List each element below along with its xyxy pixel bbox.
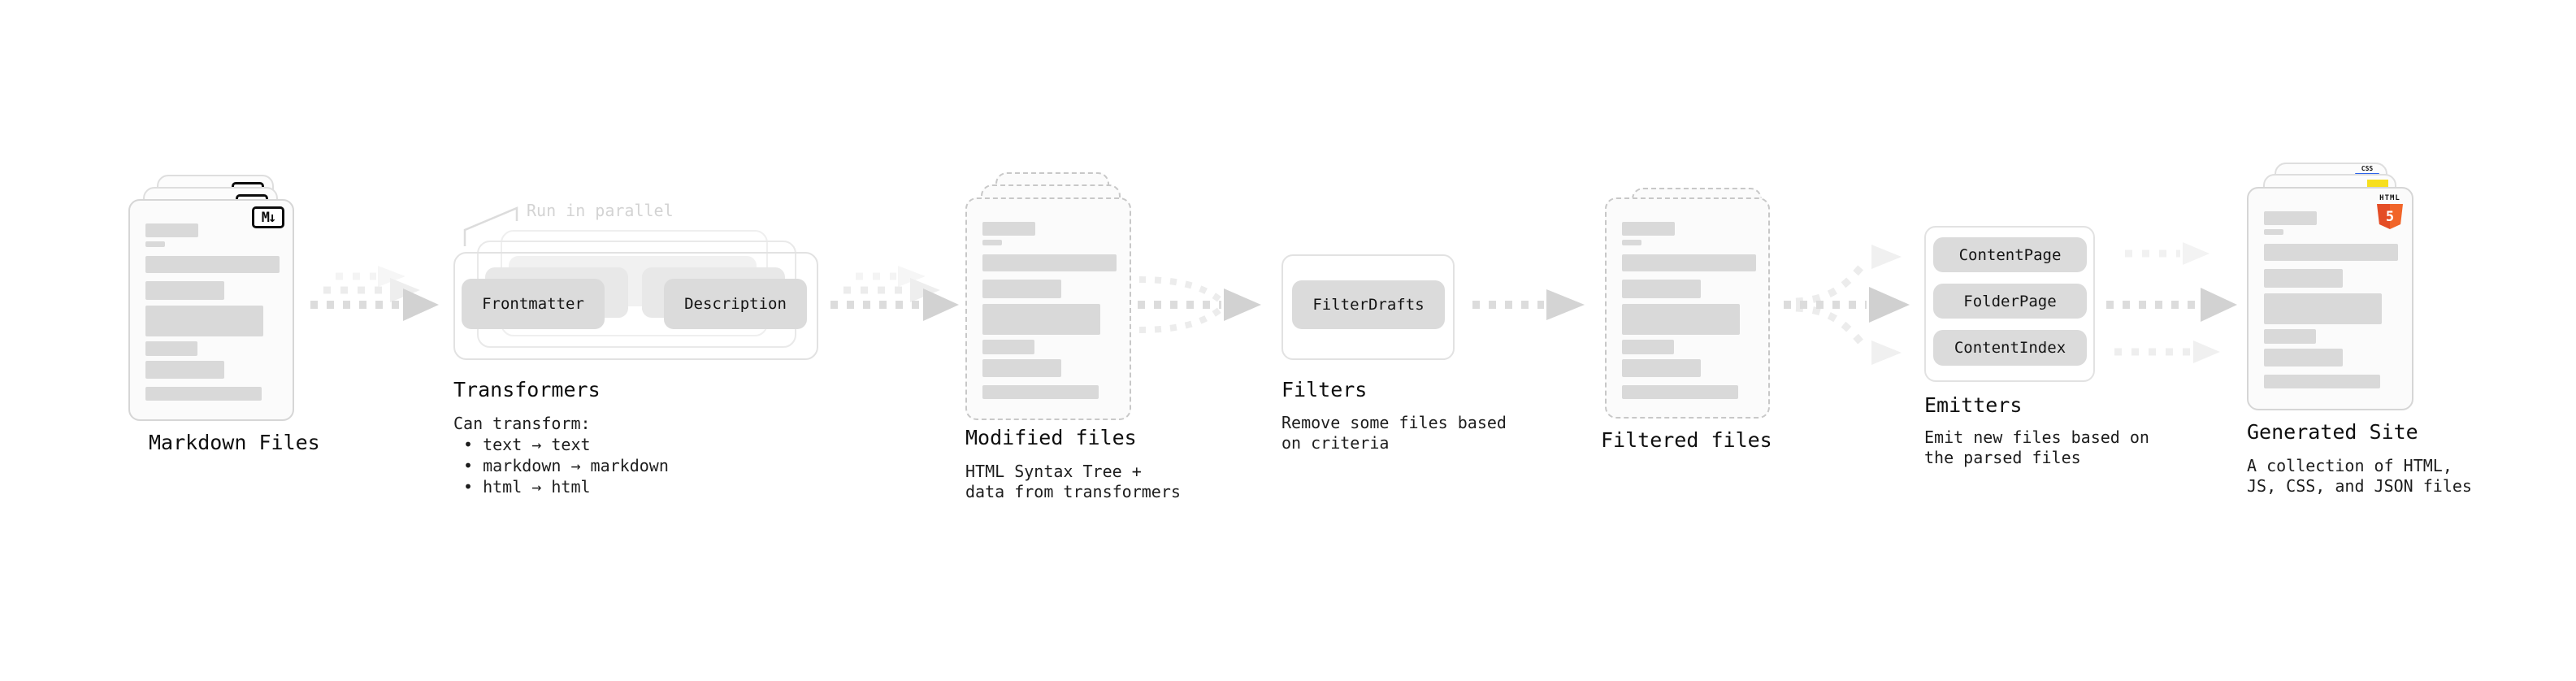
html5-icon: HTML 5 <box>2374 195 2405 230</box>
filters-desc-line: on criteria <box>1281 433 1390 453</box>
transformers-desc-line: Can transform: <box>453 414 591 433</box>
stage-desc-transformers: Can transform: • text → text • markdown … <box>453 413 669 497</box>
transformer-box-frontmatter: Frontmatter <box>462 279 605 329</box>
css-icon-label: CSS <box>2361 165 2374 172</box>
emitter-contentindex-box: ContentIndex <box>1933 330 2087 366</box>
document-content-placeholder <box>1607 199 1768 399</box>
stage-title-filters: Filters <box>1281 378 1368 401</box>
generated-desc-line: JS, CSS, and JSON files <box>2247 476 2472 496</box>
modified-file-card-front <box>965 197 1131 420</box>
arrow-filters-to-filtered <box>1472 289 1585 320</box>
stage-desc-generated-site: A collection of HTML, JS, CSS, and JSON … <box>2247 456 2472 497</box>
modified-desc-line: data from transformers <box>965 482 1181 501</box>
arrow-emitters-to-generated <box>2106 242 2237 363</box>
arrow-modified-to-filters <box>1138 276 1261 333</box>
stage-title-transformers: Transformers <box>453 378 601 401</box>
transformer-group-box-front <box>453 252 818 360</box>
stage-title-filtered-files: Filtered files <box>1601 428 1772 452</box>
transformers-bullet: • text → text <box>463 435 591 454</box>
transformers-bullet: • markdown → markdown <box>463 456 669 475</box>
modified-desc-line: HTML Syntax Tree + <box>965 462 1142 481</box>
html5-icon-label: HTML <box>2379 194 2400 202</box>
transformer-box-description: Description <box>664 279 807 329</box>
generated-file-card-html: HTML 5 <box>2247 187 2413 410</box>
stage-title-modified-files: Modified files <box>965 426 1137 449</box>
emitter-folderpage-box: FolderPage <box>1933 284 2087 319</box>
arrow-markdown-to-transformers <box>310 266 439 321</box>
arrow-transformers-to-modified <box>830 266 959 321</box>
stage-title-emitters: Emitters <box>1924 393 2023 417</box>
document-content-placeholder <box>2249 189 2412 388</box>
stage-desc-emitters: Emit new files based on the parsed files <box>1924 427 2149 468</box>
stage-title-generated-site: Generated Site <box>2247 420 2418 444</box>
document-content-placeholder <box>130 201 293 401</box>
emitters-desc-line: the parsed files <box>1924 448 2081 467</box>
stage-desc-filters: Remove some files based on criteria <box>1281 413 1507 453</box>
emitters-desc-line: Emit new files based on <box>1924 427 2149 447</box>
generated-desc-line: A collection of HTML, <box>2247 456 2452 475</box>
arrow-filtered-to-emitters <box>1784 245 1910 365</box>
stage-title-markdown-files: Markdown Files <box>149 431 320 454</box>
transformers-bullet: • html → html <box>463 477 591 497</box>
markdown-file-card-front: M↓ <box>128 199 294 421</box>
emitter-contentpage-box: ContentPage <box>1933 237 2087 272</box>
filter-filterdrafts-box: FilterDrafts <box>1292 280 1445 329</box>
document-content-placeholder <box>967 199 1130 399</box>
html5-icon-shield: 5 <box>2377 204 2403 230</box>
stage-desc-modified-files: HTML Syntax Tree + data from transformer… <box>965 462 1181 502</box>
filters-desc-line: Remove some files based <box>1281 413 1507 432</box>
filtered-file-card-front <box>1605 197 1770 419</box>
markdown-icon: M↓ <box>252 206 284 228</box>
parallel-note: Run in parallel <box>527 201 674 220</box>
